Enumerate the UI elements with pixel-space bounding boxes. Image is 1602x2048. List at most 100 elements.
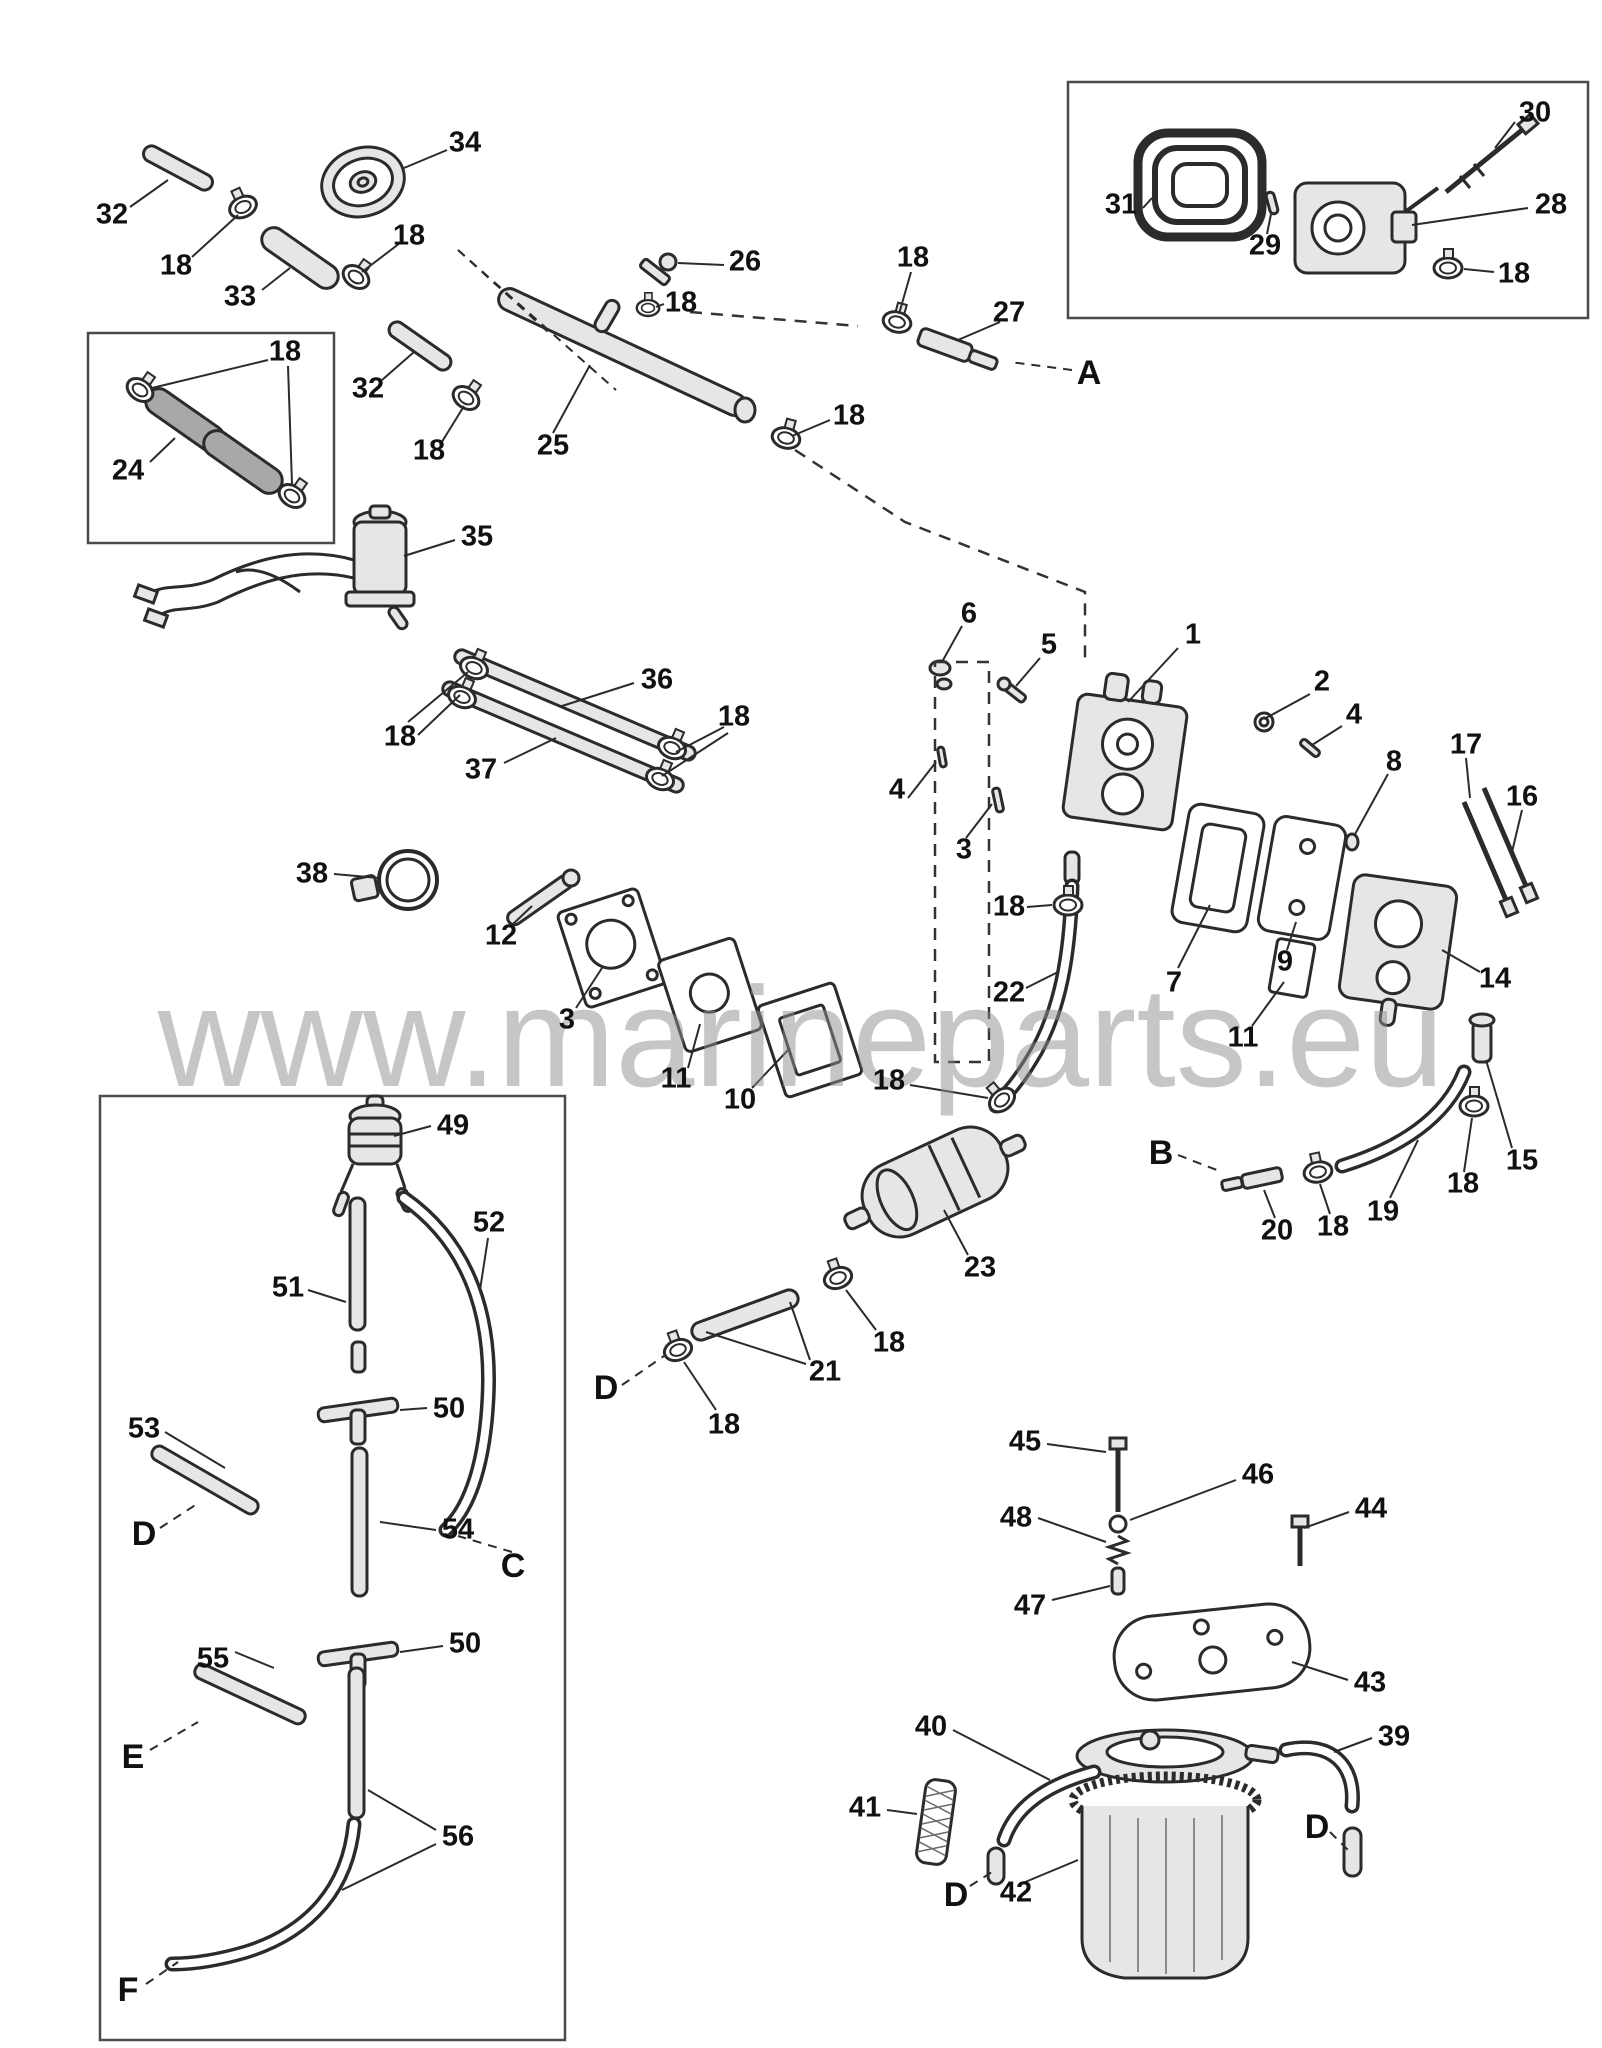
leader-line — [1263, 1189, 1276, 1219]
leader-line — [151, 359, 269, 389]
part-label-18: 18 — [896, 241, 930, 274]
part-label-18: 18 — [1446, 1167, 1480, 1200]
leader-line — [909, 1084, 989, 1099]
leader-line — [439, 405, 465, 446]
ring-clamp-38 — [349, 849, 439, 911]
leader-line — [1463, 1117, 1473, 1173]
leader-line — [381, 351, 415, 381]
leader-line — [789, 1301, 811, 1361]
leader-line — [898, 271, 912, 315]
part-label-A: A — [1076, 354, 1102, 392]
leader-line — [145, 1961, 179, 1985]
leader-line — [661, 732, 729, 777]
fuel-manifold-25 — [497, 287, 757, 424]
part-label-8: 8 — [1385, 745, 1403, 778]
bolt-16 — [1481, 787, 1540, 905]
hose-53 — [150, 1444, 260, 1516]
part-label-D: D — [943, 1876, 969, 1914]
leader-line — [407, 671, 469, 723]
part-label-50: 50 — [432, 1392, 466, 1425]
part-label-29: 29 — [1248, 229, 1282, 262]
valve-8 — [1344, 832, 1360, 852]
part-label-1: 1 — [1184, 618, 1202, 651]
part-label-12: 12 — [484, 919, 518, 952]
part-label-38: 38 — [295, 857, 329, 890]
leader-line — [399, 1645, 444, 1653]
part-label-18: 18 — [383, 720, 417, 753]
hose-55 — [193, 1662, 307, 1726]
grommet-31 — [1133, 128, 1267, 242]
part-label-14: 14 — [1478, 962, 1512, 995]
grommet-pulley-34 — [320, 145, 406, 219]
leader-line — [479, 1237, 489, 1291]
part-label-7: 7 — [1165, 966, 1183, 999]
hose-19-inner — [1338, 1068, 1468, 1170]
hose-51-coupler — [350, 1340, 367, 1374]
part-label-49: 49 — [436, 1109, 470, 1142]
part-label-46: 46 — [1241, 1458, 1275, 1491]
part-label-34: 34 — [448, 126, 482, 159]
leader-line — [1251, 981, 1285, 1027]
leader-line — [791, 419, 831, 437]
leader-line — [1051, 1585, 1111, 1601]
part-label-C: C — [500, 1547, 526, 1585]
fitting-27 — [916, 327, 999, 371]
part-label-52: 52 — [472, 1206, 506, 1239]
leader-line — [1142, 197, 1153, 209]
leader-line — [399, 1407, 428, 1411]
hose-21 — [690, 1288, 800, 1342]
leader-line — [361, 242, 401, 273]
part-label-50: 50 — [448, 1627, 482, 1660]
cover-plate-43 — [1112, 1602, 1312, 1702]
cover-plate-11 — [657, 937, 763, 1053]
leader-line — [621, 1355, 665, 1386]
diaphragm-9 — [1256, 815, 1348, 941]
part-label-E: E — [121, 1738, 145, 1776]
part-label-18: 18 — [159, 249, 193, 282]
leader-line — [941, 625, 963, 663]
leader-line — [307, 1289, 347, 1303]
washer-2-hole — [1258, 716, 1270, 728]
part-label-18: 18 — [1316, 1210, 1350, 1243]
leader-line — [683, 1361, 717, 1411]
wire-harness — [132, 552, 355, 629]
hose-40-inner — [1000, 1768, 1098, 1844]
leader-line — [1266, 213, 1272, 235]
part-label-43: 43 — [1353, 1666, 1387, 1699]
leader-line — [965, 803, 993, 839]
leader-line — [1319, 1183, 1331, 1215]
leader-line — [1291, 1661, 1349, 1681]
part-label-32: 32 — [95, 198, 129, 231]
spring-48 — [1104, 1534, 1132, 1566]
part-label-26: 26 — [728, 245, 762, 278]
hose-32-upper — [142, 144, 214, 192]
part-label-22: 22 — [992, 976, 1026, 1009]
hose-37 — [441, 680, 685, 794]
leader-line — [164, 1431, 226, 1469]
leader-line — [234, 1651, 275, 1669]
part-label-9: 9 — [1276, 945, 1294, 978]
part-label-4: 4 — [888, 773, 906, 806]
part-label-D: D — [1304, 1808, 1330, 1846]
leader-line — [457, 249, 617, 391]
leader-line — [1265, 693, 1311, 719]
part-label-17: 17 — [1449, 728, 1483, 761]
part-label-56: 56 — [441, 1820, 475, 1853]
leader-line — [561, 682, 635, 707]
part-label-40: 40 — [914, 1710, 948, 1743]
part-label-31: 31 — [1104, 188, 1138, 221]
part-label-B: B — [1148, 1134, 1174, 1172]
part-label-36: 36 — [640, 663, 674, 696]
part-label-F: F — [117, 1971, 139, 2009]
washer-46 — [1108, 1514, 1128, 1534]
leader-line — [575, 967, 603, 1009]
part-label-18: 18 — [992, 890, 1026, 923]
part-label-21: 21 — [808, 1355, 842, 1388]
fuel-filter-23 — [843, 1125, 1027, 1239]
part-label-45: 45 — [1008, 1425, 1042, 1458]
part-label-11: 11 — [1227, 1021, 1259, 1054]
part-label-18: 18 — [872, 1326, 906, 1359]
pin-29 — [1264, 190, 1280, 216]
leader-line — [1465, 757, 1471, 799]
